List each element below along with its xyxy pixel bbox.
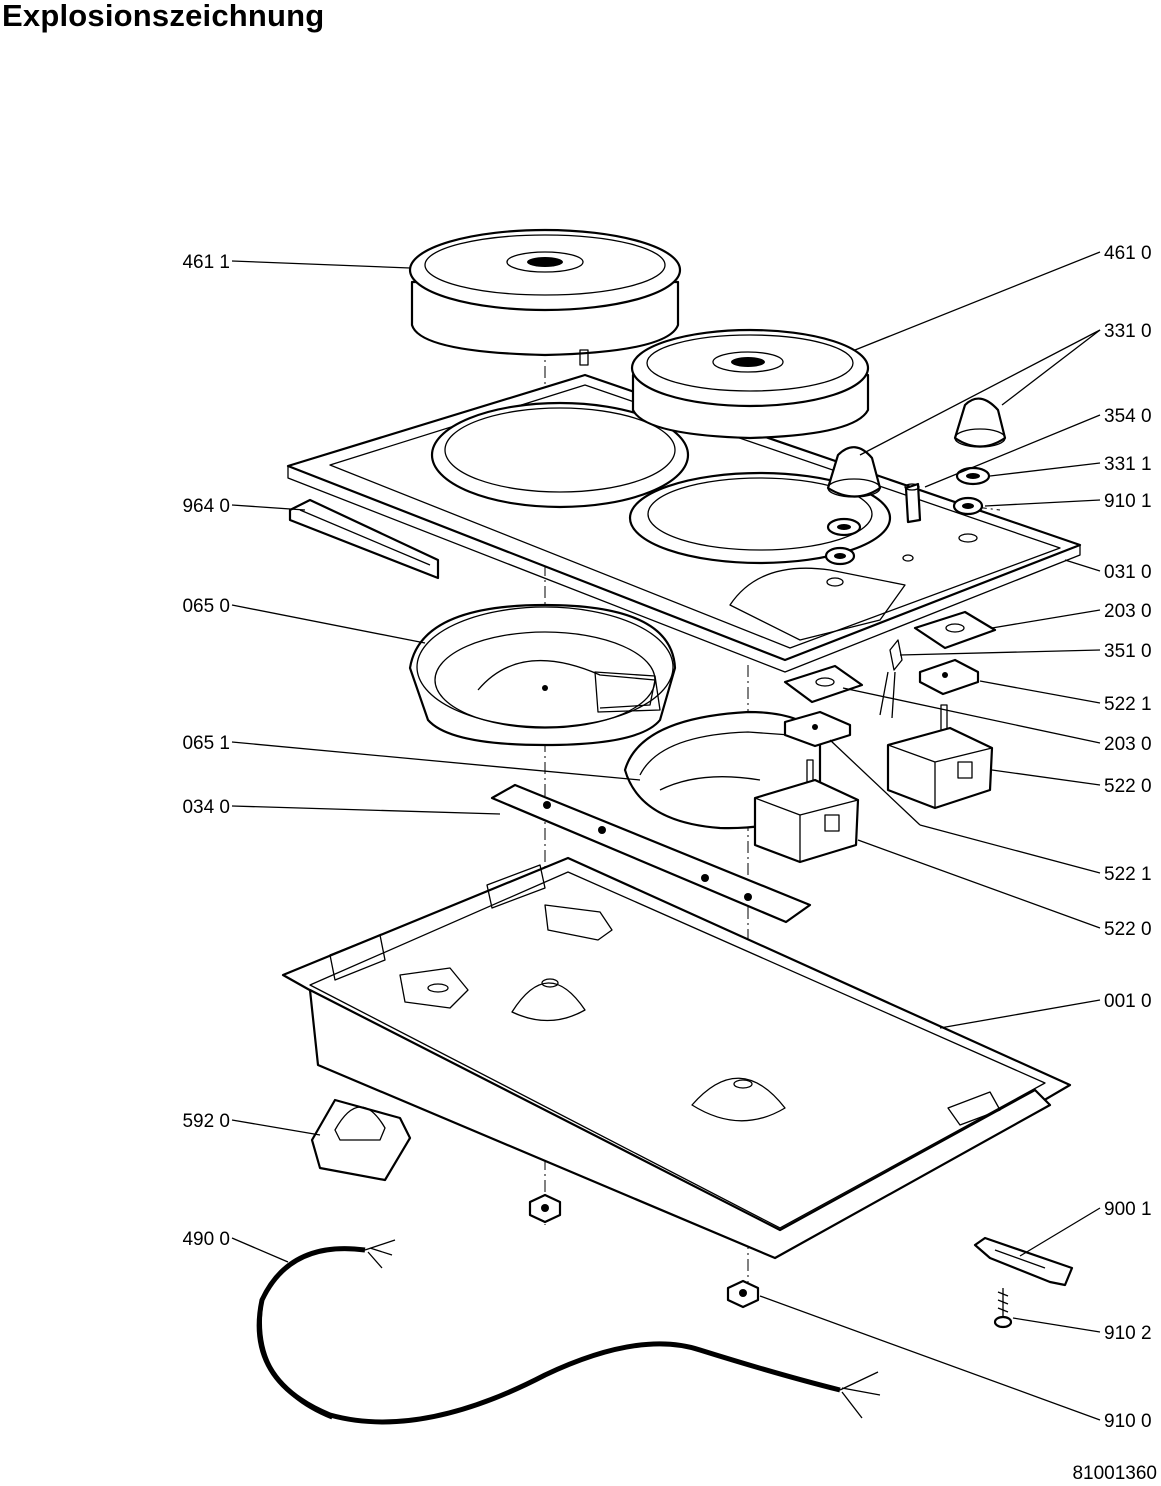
label-switch-bracket-upper: 522 1 — [1104, 694, 1152, 715]
mains-cable — [256, 1239, 881, 1425]
label-housing-tray: 001 0 — [1104, 991, 1152, 1012]
label-switch-lower: 522 0 — [1104, 919, 1152, 940]
leader-lines — [231, 251, 1101, 1421]
switch-brackets — [783, 658, 980, 748]
label-nut-bottom: 910 0 — [1104, 1411, 1152, 1432]
page-title: Explosionszeichnung — [2, 0, 325, 33]
insulator-plates — [783, 610, 997, 704]
label-insulator-lower: 203 0 — [1104, 734, 1152, 755]
hotplate-left — [408, 228, 682, 366]
screw — [993, 1288, 1013, 1329]
label-gasket: 964 0 — [182, 496, 230, 517]
switch-lower — [753, 759, 860, 864]
drawing-number: 81001360 — [1072, 1463, 1157, 1484]
label-mains-cable: 490 0 — [182, 1229, 230, 1250]
label-hotplate-right: 461 0 — [1104, 243, 1152, 264]
label-insulator-upper: 203 0 — [1104, 601, 1152, 622]
lamp-holder — [879, 639, 903, 719]
label-lamp-holder: 351 0 — [1104, 641, 1152, 662]
label-reflector-pan-left: 065 0 — [182, 596, 230, 617]
foot-nuts — [528, 1193, 760, 1309]
label-terminal-block: 592 0 — [182, 1111, 230, 1132]
part-labels: 461 1 461 0 331 0 354 0 331 1 910 1 031 … — [182, 243, 1151, 1432]
indicator-lamp — [904, 482, 922, 524]
reflector-pan-left — [408, 603, 677, 747]
label-top-plate: 031 0 — [1104, 562, 1152, 583]
label-support-bar: 034 0 — [182, 797, 230, 818]
switch-upper — [886, 704, 994, 810]
terminal-block — [310, 1098, 412, 1182]
label-hotplate-left: 461 1 — [182, 252, 230, 273]
control-knob-left — [826, 446, 882, 498]
label-indicator-lamp: 354 0 — [1104, 406, 1152, 427]
label-cable-clamp: 900 1 — [1104, 1199, 1152, 1220]
label-knob-ring: 331 1 — [1104, 454, 1152, 475]
top-plate — [286, 373, 1082, 673]
gasket — [288, 498, 440, 580]
label-screw: 910 2 — [1104, 1323, 1152, 1344]
knob-rings-and-nuts — [824, 466, 991, 566]
label-knob: 331 0 — [1104, 321, 1152, 342]
support-bar — [490, 783, 812, 924]
control-knob-right — [953, 397, 1007, 448]
label-nut-top: 910 1 — [1104, 491, 1152, 512]
hotplate-right — [630, 328, 870, 440]
cable-clamp — [973, 1236, 1074, 1287]
label-switch-bracket-lower: 522 1 — [1104, 864, 1152, 885]
label-switch-upper: 522 0 — [1104, 776, 1152, 797]
label-reflector-pan-right: 065 1 — [182, 733, 230, 754]
housing-tray — [281, 856, 1072, 1260]
